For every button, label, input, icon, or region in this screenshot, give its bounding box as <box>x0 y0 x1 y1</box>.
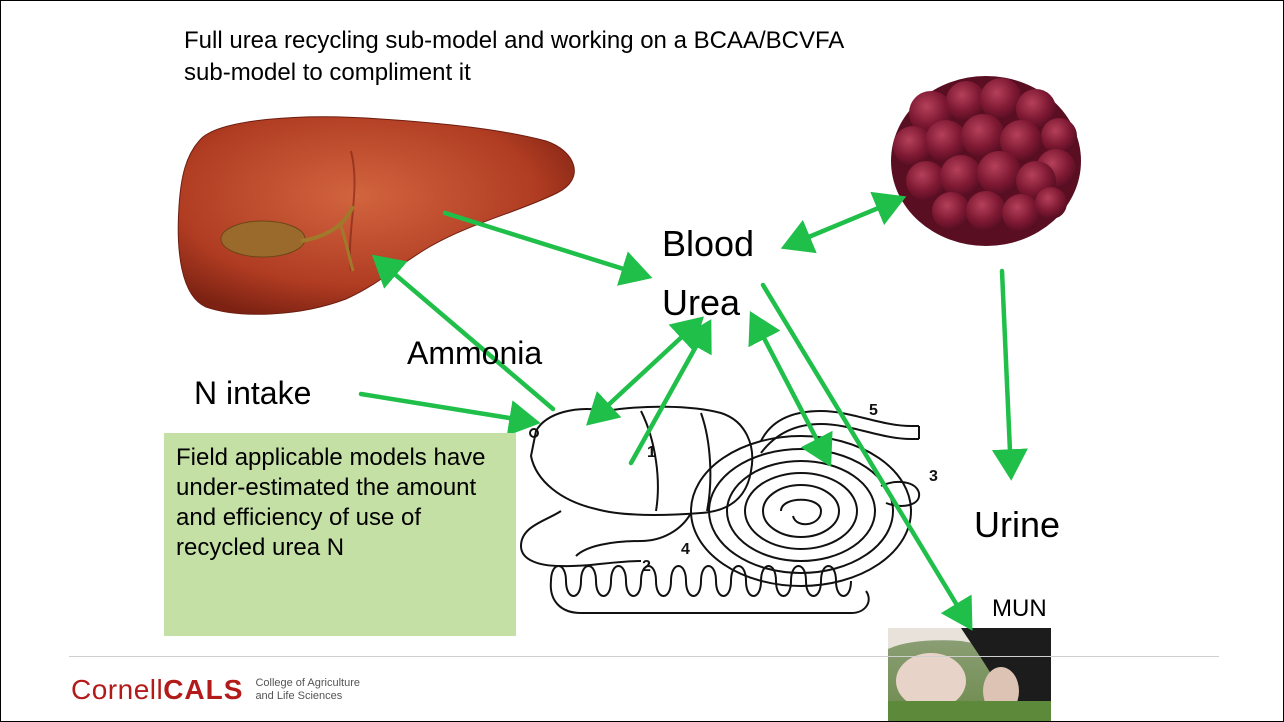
arrow-kidney-blood-urea <box>787 199 900 246</box>
label-urine: Urine <box>974 505 1060 545</box>
cornell-cals-logo: Cornell CALS College of Agriculture and … <box>71 672 360 708</box>
label-urea: Urea <box>662 283 740 323</box>
note-box: Field applicable models have under-estim… <box>164 433 516 636</box>
digestive-number-4: 4 <box>681 541 690 558</box>
digestive-tract-drawing <box>521 407 919 613</box>
label-blood: Blood <box>662 224 754 264</box>
logo-subtitle: College of Agriculture and Life Sciences <box>255 677 360 703</box>
arrow-n-intake-to-rumen <box>361 394 534 422</box>
arrow-blood-urea-to-mun <box>763 285 969 625</box>
arrow-ammonia-to-liver <box>377 259 553 409</box>
slide-title: Full urea recycling sub-model and workin… <box>184 25 884 89</box>
logo-cals-text: CALS <box>163 674 243 706</box>
liver-illustration <box>178 117 574 314</box>
arrow-liver-to-blood-urea <box>445 213 646 276</box>
logo-subtitle-line1: College of Agriculture <box>255 677 360 689</box>
label-mun: MUN <box>992 595 1047 623</box>
footer-divider <box>69 656 1219 657</box>
logo-subtitle-line2: and Life Sciences <box>255 690 342 702</box>
digestive-number-3: 3 <box>929 468 938 485</box>
digestive-number-1: 1 <box>647 444 656 461</box>
digestive-number-5: 5 <box>869 402 878 419</box>
label-n-intake: N intake <box>194 375 311 411</box>
cow-udder-photo <box>888 628 1051 722</box>
kidney-illustration <box>891 76 1081 246</box>
arrow-kidney-to-urine <box>1002 271 1011 474</box>
label-ammonia: Ammonia <box>407 335 542 371</box>
digestive-number-2: 2 <box>642 558 651 575</box>
logo-cornell-text: Cornell <box>71 674 163 706</box>
